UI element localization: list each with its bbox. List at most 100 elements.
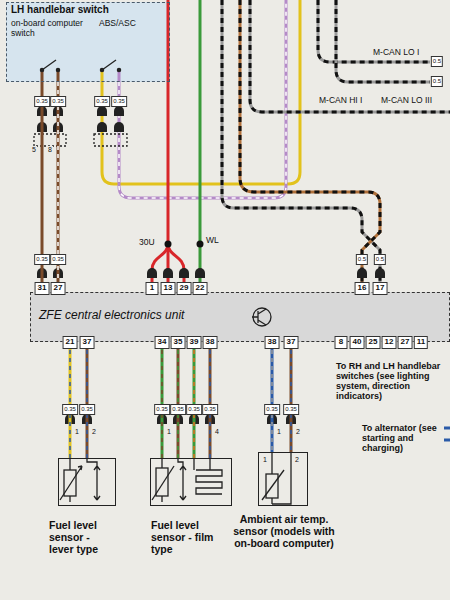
sensor-symbols xyxy=(60,452,291,504)
connector-housings xyxy=(34,134,127,146)
pin-number: 5 xyxy=(31,146,37,154)
wire-core xyxy=(193,342,196,458)
terminal-name: 30U xyxy=(138,238,156,247)
control-unit-box: ZFE central electronics unit xyxy=(30,292,450,342)
pin-number: 22 xyxy=(193,282,208,295)
wire xyxy=(87,342,88,458)
component-title: LH handlebar switch xyxy=(11,4,109,16)
sensor-box: Fuel level sensor - film type xyxy=(150,458,232,506)
wire-size: 0.35 xyxy=(50,96,66,107)
wiring-stroke xyxy=(222,0,380,282)
wire-stripe xyxy=(69,342,71,458)
sensor-caption: Fuel level sensor - film type xyxy=(151,519,217,555)
switch-label: on-board computer switch xyxy=(11,19,91,39)
pin-number: 17 xyxy=(373,282,388,295)
wiring-stroke xyxy=(119,0,286,198)
pin-number: 4 xyxy=(214,428,220,436)
wiring-stroke xyxy=(42,60,56,70)
harness-wires xyxy=(42,0,450,440)
wire xyxy=(178,342,179,458)
wire-size: 0.5 xyxy=(356,254,368,265)
wiring-stroke xyxy=(252,309,266,325)
wiring-stroke xyxy=(197,241,204,248)
wire-size: 0.35 xyxy=(202,404,218,415)
pin-number: 35 xyxy=(171,336,186,349)
wire-stripe xyxy=(86,342,88,458)
pin-number: 12 xyxy=(382,336,397,349)
wiring-stroke xyxy=(271,452,272,504)
switch-symbols xyxy=(40,60,120,72)
wire-stripe xyxy=(161,342,163,458)
terminal-name: WL xyxy=(205,236,220,245)
wire-size: 0.5 xyxy=(374,254,386,265)
pin-number: 1 xyxy=(262,456,268,464)
wire-core xyxy=(161,342,164,458)
unit-name: ZFE central electronics unit xyxy=(39,309,184,323)
transistor-symbol xyxy=(252,308,271,326)
wiring-stroke xyxy=(100,68,103,71)
wiring-stroke xyxy=(444,439,450,442)
wire-size: 0.35 xyxy=(283,404,299,415)
cross-reference-note: To RH and LH handlebar switches (see lig… xyxy=(336,362,444,402)
wiring-stroke xyxy=(262,470,284,500)
wire-size: 0.5 xyxy=(431,76,443,87)
wire-stripe xyxy=(290,342,292,452)
wiring-stroke xyxy=(240,0,380,282)
wire-size: 0.35 xyxy=(34,254,50,265)
pin-number: 38 xyxy=(203,336,218,349)
wiring-stroke xyxy=(117,68,120,71)
wiring-stroke xyxy=(199,0,202,282)
wire-size: 0.35 xyxy=(264,404,280,415)
junction-dots xyxy=(165,241,204,248)
wire xyxy=(272,342,273,452)
wire-core xyxy=(86,342,89,458)
wire-size: 0.35 xyxy=(62,404,78,415)
pin-number: 29 xyxy=(177,282,192,295)
socket xyxy=(147,268,157,278)
wiring-stroke xyxy=(250,0,450,112)
wiring-stroke xyxy=(102,60,116,70)
wiring-stroke xyxy=(444,427,450,430)
wire-core xyxy=(271,342,274,452)
wiring-stroke xyxy=(40,68,43,71)
switch-housing: LH handlebar switch on-board computer swi… xyxy=(6,2,170,82)
pin-number: 31 xyxy=(35,282,50,295)
wire-size: 0.35 xyxy=(50,254,66,265)
wire-stripe xyxy=(271,342,273,452)
pin-number: 8 xyxy=(335,336,348,349)
pin-number: 2 xyxy=(295,428,301,436)
pin-number: 13 xyxy=(161,282,176,295)
socket xyxy=(163,268,173,278)
switch-housing-fill xyxy=(6,2,170,82)
wiring-stroke xyxy=(336,0,430,82)
socket xyxy=(114,122,124,132)
socket xyxy=(114,106,124,116)
wiring-stroke xyxy=(178,458,186,500)
wiring-stroke xyxy=(250,0,450,112)
socket xyxy=(357,268,367,278)
wire xyxy=(291,342,292,452)
pin-number: 34 xyxy=(155,336,170,349)
wiring-stroke xyxy=(119,0,286,198)
wire-size: 0.35 xyxy=(170,404,186,415)
sensor-caption: Fuel level sensor - lever type xyxy=(49,519,115,555)
pin-number: 2 xyxy=(294,456,300,464)
wiring-stroke xyxy=(56,68,59,71)
wiring-stroke xyxy=(60,466,82,500)
pin-number: 40 xyxy=(350,336,365,349)
wiring-stroke xyxy=(34,134,66,146)
pin-number: 1 xyxy=(74,428,80,436)
pin-number: 37 xyxy=(284,336,299,349)
wiring-stroke xyxy=(272,452,291,504)
wiring-stroke xyxy=(253,308,271,326)
wiring-stroke xyxy=(222,0,380,282)
wire xyxy=(194,342,195,458)
wire-size: 0.35 xyxy=(154,404,170,415)
pin-number: 38 xyxy=(265,336,280,349)
sensor-box: Fuel level sensor - lever type xyxy=(58,458,116,506)
pin-number: 1 xyxy=(166,428,172,436)
pin-number: 27 xyxy=(51,282,66,295)
cross-reference-note: To alternator (see starting and charging… xyxy=(362,424,442,454)
